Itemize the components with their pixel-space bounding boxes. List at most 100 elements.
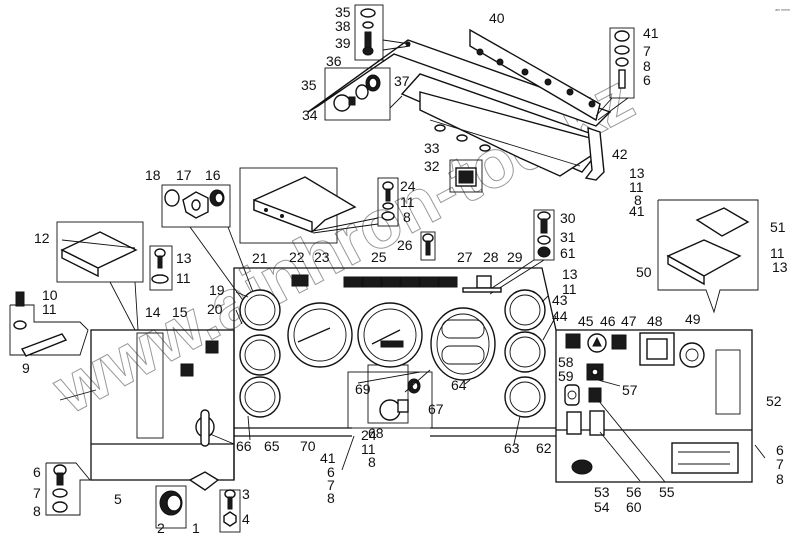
callout: 1 [192, 520, 200, 536]
callout: 42 [612, 146, 628, 162]
callout: 34 [302, 107, 318, 123]
callout: 59 [558, 368, 574, 384]
callout: 53 [594, 484, 610, 500]
switch-22 [291, 274, 309, 287]
callout: 38 [335, 18, 351, 34]
callout: 9 [22, 360, 30, 376]
callout: 8 [33, 503, 41, 519]
callout: 14 [145, 304, 161, 320]
callout: 41 [629, 203, 645, 219]
callout: 20 [207, 301, 223, 317]
callout: 24 [400, 178, 416, 194]
callout: 7 [643, 43, 651, 59]
cover-set-50 [657, 199, 759, 314]
callout: 11 [400, 194, 415, 210]
bolt-set-30 [485, 209, 555, 295]
bolt-set-6 [595, 27, 635, 121]
callout: 8 [403, 209, 411, 225]
callout: 46 [600, 313, 616, 329]
callout: 54 [594, 499, 610, 515]
bolt-26 [420, 231, 436, 261]
callout-labels: 35 38 39 36 35 34 37 40 41 7 8 6 33 32 4… [22, 4, 788, 536]
strap-9 [9, 291, 89, 357]
callout: 28 [483, 249, 499, 265]
callout: 3 [242, 486, 250, 502]
callout: 29 [507, 249, 523, 265]
instrument-panel [90, 267, 753, 483]
callout: 50 [636, 264, 652, 280]
callout: 13 [629, 165, 645, 181]
callout: 49 [685, 311, 701, 327]
callout: 7 [327, 477, 335, 493]
callout: 11 [361, 441, 376, 457]
plate-set-17 [161, 184, 259, 311]
callout: 11 [562, 281, 577, 297]
callout: 6 [33, 464, 41, 480]
switch-15 [205, 340, 219, 354]
callout: 10 [42, 287, 58, 303]
callout: 37 [394, 73, 410, 89]
callout: 8 [327, 490, 335, 506]
bulb-68 [379, 378, 421, 421]
right-controls [564, 332, 705, 475]
vent-grille-32 [449, 159, 483, 193]
callout: 63 [504, 440, 520, 456]
callout: 11 [42, 301, 57, 317]
callout: 26 [397, 237, 413, 253]
callout: 15 [172, 304, 188, 320]
callout: 70 [300, 438, 316, 454]
callout: 66 [236, 438, 252, 454]
callout: 41 [643, 25, 659, 41]
callout: 56 [626, 484, 642, 500]
callout: 30 [560, 210, 576, 226]
callout: 69 [355, 381, 371, 397]
callout: 43 [552, 292, 568, 308]
callout: 2 [157, 520, 165, 536]
callout: 62 [536, 440, 552, 456]
callout: 40 [489, 10, 505, 26]
callout: 8 [634, 192, 642, 208]
callout: 61 [560, 245, 576, 261]
callout: 57 [622, 382, 638, 398]
bracket-42 [584, 126, 605, 181]
callout: 11 [770, 245, 785, 261]
callout: 51 [770, 219, 786, 235]
callout: 21 [252, 250, 268, 266]
callout: 13 [772, 259, 788, 275]
watermark: www.ainhron-tod.kz [40, 59, 645, 429]
callout: 13 [562, 266, 578, 282]
callout: 6 [776, 442, 784, 458]
callout: 6 [327, 464, 335, 480]
callout: 44 [552, 308, 568, 324]
ignition-66 [195, 409, 215, 447]
callout: 27 [457, 249, 473, 265]
lamp-28 [462, 275, 502, 293]
indicator-strip-25 [343, 276, 458, 288]
callout: 7 [33, 485, 41, 501]
callout: 16 [205, 167, 221, 183]
callout: 65 [264, 438, 280, 454]
gauges [239, 289, 546, 418]
plate-12 [56, 221, 173, 331]
callout: 41 [320, 450, 336, 466]
cover-21 [239, 167, 399, 244]
callout: 32 [424, 158, 440, 174]
callout: 35 [301, 77, 317, 93]
callout: 39 [335, 35, 351, 51]
callout: 60 [626, 499, 642, 515]
callout: 8 [643, 58, 651, 74]
bolt-set-39 [354, 4, 411, 61]
callout: 6 [643, 72, 651, 88]
callout: 11 [629, 179, 644, 195]
corner-mark: ᵃᵐ ᵐᵐᵐ [775, 8, 790, 14]
callout: 22 [289, 249, 305, 265]
callout: 52 [766, 393, 782, 409]
bottom-left-parts [45, 462, 241, 533]
callout: 12 [34, 230, 50, 246]
callout: 33 [424, 140, 440, 156]
leader-lines [59, 239, 766, 483]
callout: 48 [647, 313, 663, 329]
callout: 67 [428, 401, 444, 417]
callout: 7 [776, 456, 784, 472]
